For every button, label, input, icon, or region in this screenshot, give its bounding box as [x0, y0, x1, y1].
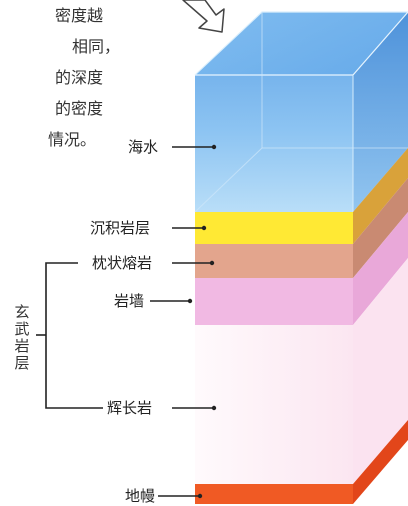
- label-seawater: 海水: [128, 138, 159, 156]
- gabbro-layer: [195, 258, 408, 484]
- mantle-layer: [195, 420, 408, 504]
- label-mantle: 地幔: [125, 487, 156, 505]
- leader-dots: [187, 144, 217, 499]
- intro-line-5: 情况。: [48, 130, 97, 149]
- arrow-icon: [182, 0, 225, 33]
- label-gabbro: 辉长岩: [107, 399, 153, 417]
- label-pillow-lava: 枕状熔岩: [92, 254, 153, 272]
- seawater-layer: [194, 11, 408, 213]
- label-basalt-group: 玄武岩层: [14, 303, 30, 372]
- intro-text: 密度越 相同， 的深度 的密度 情况。: [0, 0, 120, 155]
- intro-line-1: 密度越: [55, 6, 104, 25]
- intro-line-3: 的深度: [55, 68, 104, 87]
- dike-layer: [195, 212, 408, 325]
- basalt-bracket: [36, 262, 103, 409]
- leader-lines: [150, 146, 214, 497]
- sediment-layer: [195, 148, 408, 244]
- label-sediment: 沉积岩层: [90, 219, 151, 237]
- intro-line-2: 相同，: [72, 37, 120, 56]
- pillow-lava-layer: [195, 178, 408, 278]
- intro-line-4: 的密度: [55, 99, 104, 118]
- label-dike: 岩墙: [114, 292, 145, 310]
